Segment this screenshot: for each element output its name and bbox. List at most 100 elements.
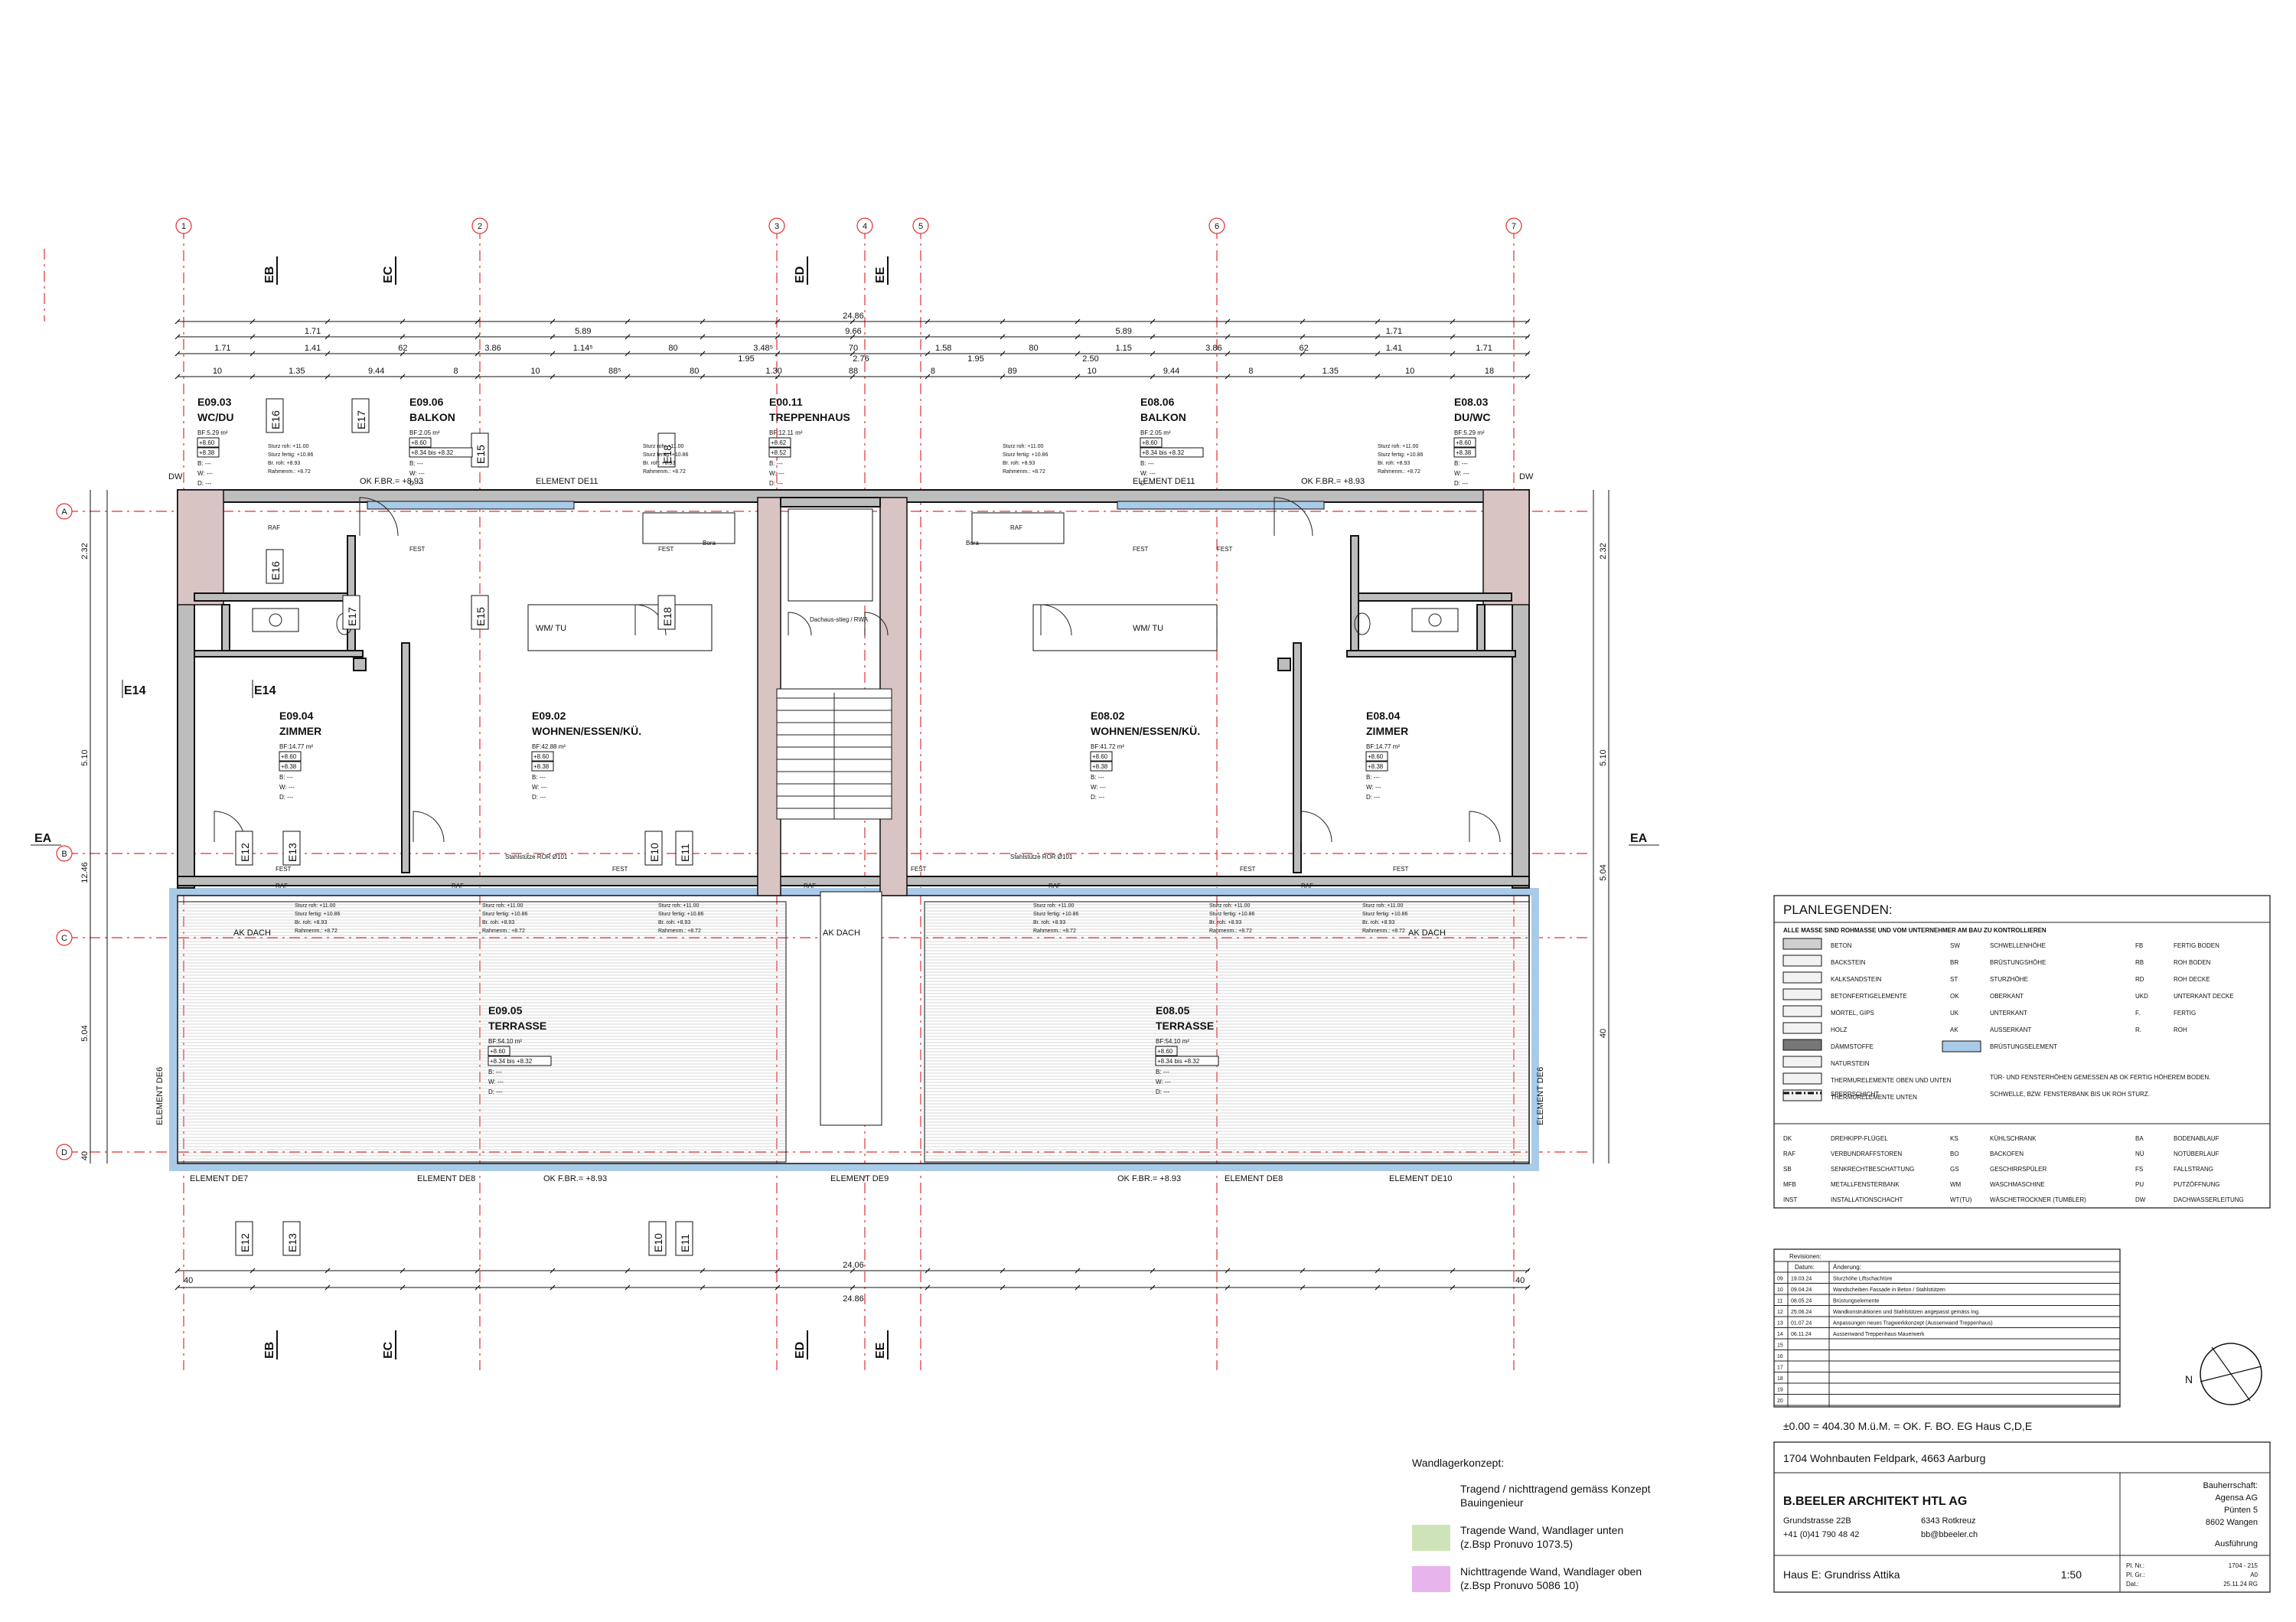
rev-change: Brüstungselemente — [1833, 1299, 1879, 1304]
e-marker-box — [351, 398, 370, 433]
room-area: BF:54.10 m² — [488, 1038, 522, 1045]
label-fest: FEST — [658, 546, 674, 553]
axis-bubble-5 — [912, 217, 929, 234]
room-name: TERRASSE — [1156, 1020, 1214, 1032]
sturz-line: Rahmenm.: +8.72 — [643, 469, 686, 475]
e-marker-box — [282, 831, 301, 866]
dim-value: 1.95 — [967, 354, 983, 364]
e-marker-E14: E14 — [252, 680, 276, 698]
dim-tick — [625, 334, 631, 340]
sturz-line: Sturz roh: +11.00 — [482, 903, 523, 909]
legend-abbr-text: SCHWELLENHÖHE — [1990, 942, 2046, 949]
room-height-box — [1140, 447, 1204, 458]
legend-abbr-text: ROH BODEN — [2174, 959, 2211, 966]
e-marker-label: E14 — [254, 684, 276, 697]
dim-tick — [925, 334, 931, 340]
e-marker-box — [266, 549, 284, 584]
section-top-EB: EB — [263, 256, 278, 285]
section-bottom-label: ED — [794, 1342, 807, 1359]
room-name: WOHNEN/ESSEN/KÜ. — [532, 725, 641, 737]
legend-abbr-bottom: METALLFENSTERBANK — [1831, 1181, 1900, 1188]
e-marker-label: E18 — [661, 607, 673, 626]
dim-tick — [775, 351, 781, 357]
rev-date: 09.04.24 — [1791, 1287, 1812, 1293]
section-bottom-EC: EC — [382, 1330, 396, 1359]
legend-abbr: SW — [1950, 942, 1960, 949]
sturz-line: Sturz roh: +11.00 — [643, 444, 683, 449]
title-block: 1704 Wohnbauten Feldpark, 4663 Aarburg B… — [1773, 1441, 2271, 1593]
e-marker-E16: E16 — [266, 549, 284, 584]
room-d: D: --- — [488, 1088, 503, 1095]
client-city: 8602 Wangen — [2206, 1518, 2258, 1527]
drawing-scale: 1:50 — [2061, 1568, 2082, 1581]
label-raf: RAF — [276, 883, 288, 889]
sturz-line: Sturz fertig: +10.86 — [1378, 452, 1423, 458]
legend-abbr-bottom: RAF — [1783, 1150, 1795, 1157]
rev-no: 19 — [1777, 1388, 1783, 1393]
room-name: DU/WC — [1454, 411, 1490, 423]
label-okfbr-bottom-right: OK F.BR.= +8.93 — [1117, 1174, 1181, 1183]
rev-no: 17 — [1777, 1366, 1783, 1371]
dim-tick — [625, 351, 631, 357]
dim-value: 9.66 — [845, 327, 861, 336]
room-height-2: +8.38 — [1092, 763, 1108, 770]
axis-label-6: 6 — [1215, 222, 1219, 231]
sturz-line: Br. roh: +8.93 — [295, 920, 327, 925]
dim-tick — [1000, 318, 1006, 325]
dim-value: 40 — [1599, 1029, 1608, 1038]
rev-no: 09 — [1777, 1277, 1783, 1282]
legend-abbr: RD — [2135, 976, 2144, 983]
pl-gr: A0 — [2250, 1571, 2258, 1578]
room-height-1: +8.60 — [1456, 439, 1472, 446]
e-marker-E12: E12 — [235, 1221, 253, 1256]
sturz-line: Rahmenm.: +8.72 — [1378, 469, 1420, 475]
dim-value: 80 — [690, 367, 699, 376]
wandlager-text-2: Bauingenieur — [1460, 1496, 1524, 1509]
label-raf: RAF — [1010, 524, 1022, 531]
dim-tick — [400, 318, 406, 325]
wandlager-swatch — [1412, 1525, 1450, 1551]
dim-tick — [1300, 374, 1306, 380]
rev-no: 14 — [1777, 1332, 1783, 1337]
dim-tick — [700, 374, 706, 380]
dim-value: 3.48⁵ — [753, 344, 773, 353]
dim-tick — [400, 1284, 406, 1291]
architect-phone: +41 (0)41 790 48 42 — [1783, 1530, 1859, 1539]
room-height-2: +8.34 bis +8.32 — [1157, 1058, 1200, 1065]
door-swing — [788, 612, 812, 636]
legend-abbr-bottom: KS — [1950, 1135, 1958, 1142]
e-marker-box — [675, 1221, 693, 1256]
dim-tick — [625, 318, 631, 325]
legend-swatch — [1782, 1005, 1822, 1017]
room-name: ZIMMER — [279, 725, 321, 737]
room-w: W: --- — [1140, 470, 1156, 477]
axis-label-5: 5 — [918, 222, 923, 231]
rev-no: 12 — [1777, 1310, 1783, 1315]
label-dachausstieg: Dachaus-stieg / RWA — [810, 616, 869, 623]
legend-abbr-bottom: BO — [1950, 1150, 1959, 1157]
label-fest: FEST — [1393, 866, 1409, 873]
dim-value: 2.50 — [1082, 354, 1098, 364]
dim-tick — [700, 334, 706, 340]
dim-tick — [475, 374, 481, 380]
dim-value: 62 — [398, 344, 407, 353]
legend-swatch — [1782, 971, 1822, 984]
legend-material: HOLZ — [1831, 1026, 1847, 1033]
dim-value: 9.44 — [1163, 367, 1179, 376]
dim-tick — [475, 318, 481, 325]
legend-abbr: FB — [2135, 942, 2143, 949]
sturz-line: Br. roh: +8.93 — [1033, 920, 1065, 925]
e-marker-E18: E18 — [657, 595, 676, 630]
e-marker-box — [644, 831, 663, 866]
dim-tick — [1150, 351, 1156, 357]
room-height-box — [531, 761, 554, 772]
room-height-1: +8.62 — [771, 439, 787, 446]
label-element-de11-left: ELEMENT DE11 — [536, 477, 598, 486]
label-okfbr-right: OK F.BR.= +8.93 — [1301, 477, 1365, 486]
